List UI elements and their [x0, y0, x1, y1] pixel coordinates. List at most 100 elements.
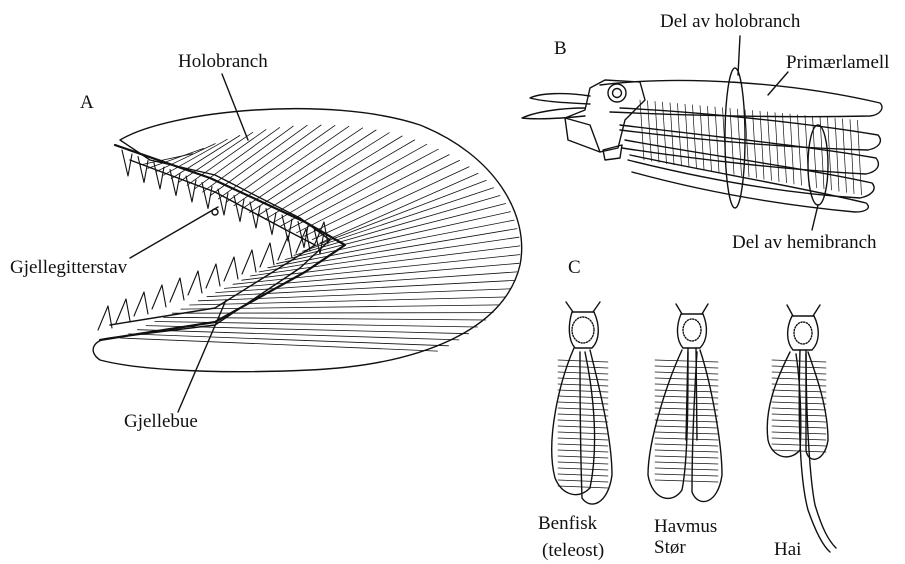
lamella-line [558, 420, 608, 422]
lamella-line [558, 426, 608, 428]
lamella-line [558, 450, 608, 452]
part-hemibranch-label: Del av hemibranch [732, 233, 877, 252]
filament-line [181, 305, 500, 309]
lamella-line [655, 480, 718, 482]
filament-line [265, 136, 402, 219]
gill-raker [170, 170, 180, 196]
panel-c-letter: C [568, 258, 581, 277]
septum-line [783, 113, 787, 183]
part-holobranch-leader [738, 36, 740, 75]
filament-line [281, 144, 427, 226]
gill-raker [170, 278, 184, 302]
blood-vessel-outer [608, 84, 626, 102]
gill-raker-label: Gjellegitterstav [10, 258, 127, 277]
filament-line [250, 237, 519, 276]
lamella-line [655, 366, 718, 368]
lamella-5 [630, 155, 868, 212]
septum-line [768, 112, 772, 180]
lamella-line [655, 468, 718, 470]
filament-line [164, 317, 486, 320]
gill-rakers [98, 150, 328, 330]
filament-line [289, 149, 439, 229]
filament-line [250, 130, 377, 213]
filament-line [137, 330, 459, 340]
blood-vessel-inner [613, 89, 622, 98]
gill-raker [154, 163, 164, 189]
arch-block-edge [565, 118, 600, 152]
lamella-line [558, 366, 608, 368]
lamella-line [558, 414, 608, 416]
gill-raker [278, 236, 292, 260]
lamella-line [558, 378, 608, 380]
teleost-gill-section [552, 302, 612, 504]
lamella-line [655, 462, 718, 464]
lamella-line [655, 474, 718, 476]
gill-raker [224, 257, 238, 281]
part-holobranch-label: Del av holobranch [660, 12, 800, 31]
gill-raker [242, 250, 256, 274]
septum-line [775, 113, 779, 182]
filament-line [129, 334, 449, 346]
teleost-caption-line2: (teleost) [542, 541, 604, 560]
lamella-line [772, 438, 826, 440]
gill-raker [250, 202, 260, 228]
shark-caption: Hai [774, 540, 801, 559]
filament-line [312, 167, 469, 240]
filament-hatching [120, 125, 520, 351]
lamella-line [558, 480, 608, 482]
lamella-line [558, 456, 608, 458]
lamella-line [772, 444, 826, 446]
gill-raker-leader [130, 207, 218, 258]
gill-raker [98, 306, 112, 330]
filament-line [190, 297, 506, 305]
filament-line [146, 326, 469, 334]
primary-lamella-label: Primærlamell [786, 53, 889, 72]
chimaera-caption-line2: Stør [654, 538, 686, 557]
shark-filament-left [767, 352, 801, 457]
arch-block-foot [603, 145, 622, 160]
lamella-line [558, 486, 608, 488]
teleost-caption-line1: Benfisk [538, 514, 597, 533]
gill-arch-label: Gjellebue [124, 412, 198, 431]
filament-line [187, 130, 266, 186]
gill-raker [138, 157, 148, 183]
lamella-line [558, 402, 608, 404]
filament-line [120, 338, 438, 351]
septum-line [798, 115, 802, 186]
raker-b1 [530, 94, 590, 104]
filament-line [297, 155, 450, 233]
gill-raker [188, 271, 202, 295]
lamella-line [558, 408, 608, 410]
gill-raker [116, 299, 130, 323]
septum-line [715, 107, 719, 172]
primary-lamella-leader [768, 72, 788, 95]
septum-line [790, 114, 794, 184]
holobranch-drawing [93, 109, 522, 372]
holobranch-outline [93, 109, 522, 372]
gill-arch-leader [178, 300, 226, 412]
gill-raker [206, 264, 220, 288]
gill-raker [122, 150, 132, 176]
lamella-line [655, 372, 718, 374]
gill-raker [260, 243, 274, 267]
shark-gill-section [767, 305, 836, 552]
lamella-line [655, 360, 718, 362]
panel-b-letter: B [554, 39, 567, 58]
chimaera-caption-line1: Havmus [654, 517, 717, 536]
filament-line [259, 229, 517, 272]
gill-raker [134, 292, 148, 316]
lamella-line [558, 432, 608, 434]
lamella-line [558, 372, 608, 374]
holobranch-leader [222, 74, 248, 140]
lamella-line [558, 474, 608, 476]
filament-line [179, 132, 253, 182]
filament-line [224, 263, 519, 288]
filament-line [257, 133, 389, 216]
lamella-line [558, 384, 608, 386]
holobranch-segment-drawing [522, 68, 882, 212]
gill-raker [152, 285, 166, 309]
lamella-line [558, 462, 608, 464]
chimaera-sturgeon-gill-section [648, 304, 722, 502]
